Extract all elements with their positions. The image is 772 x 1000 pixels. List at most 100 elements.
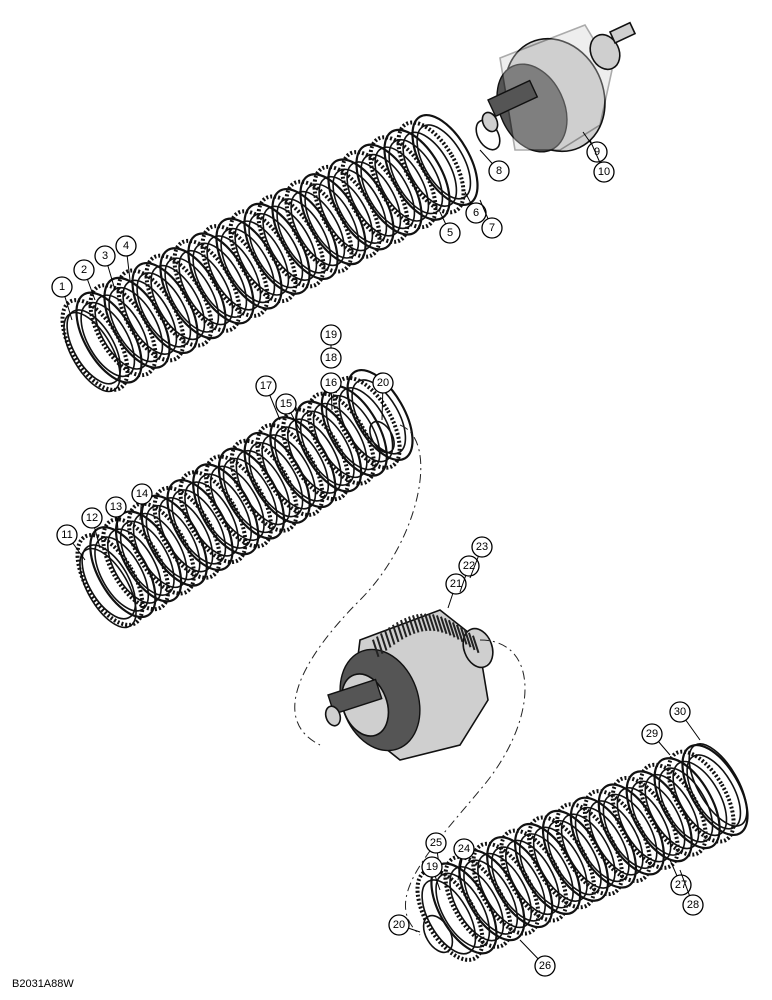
- callout-circle: [670, 874, 692, 896]
- callout-label: 2: [81, 264, 87, 276]
- callout-label: 26: [539, 960, 551, 972]
- clutch-plate-inner-edge: [346, 161, 402, 237]
- clutch-plate: [332, 375, 402, 470]
- clutch-plate-inner-edge: [312, 402, 368, 479]
- clutch-plate-inner-edge: [234, 220, 290, 296]
- callout-circle: [320, 372, 342, 394]
- gear-tooth: [392, 624, 400, 643]
- callout-circle: [471, 536, 493, 558]
- gear-tooth: [468, 632, 476, 651]
- clutch-plate-inner-edge: [574, 806, 630, 883]
- callout-circle: [255, 375, 277, 397]
- gear-tooth: [412, 614, 420, 633]
- clutch-plate-inner-edge: [276, 198, 332, 274]
- clutch-plate-inner-edge: [192, 242, 248, 318]
- callout-circle: [586, 141, 608, 163]
- callout-item-1: 1: [51, 276, 73, 298]
- gear-tooth: [460, 627, 468, 645]
- callout-label: 23: [476, 541, 488, 553]
- clutch-plate-inner-edge: [94, 294, 150, 370]
- callout-circle: [275, 393, 297, 415]
- clutch-plate-inner-edge: [248, 442, 304, 518]
- gear-tooth: [372, 639, 380, 658]
- clutch-plate-inner-edge: [197, 473, 252, 549]
- callout-label: 29: [646, 728, 658, 740]
- gear-tooth: [396, 621, 404, 640]
- callout-item-19: 19: [421, 856, 443, 878]
- callout-label: 19: [325, 329, 337, 341]
- callout-item-8: 8: [488, 160, 510, 182]
- gear-tooth: [452, 622, 460, 640]
- clutch-plate-inner-edge: [477, 852, 533, 929]
- center-drum-gear-teeth: [372, 613, 480, 658]
- callout-label: 8: [496, 165, 502, 177]
- figure-code: B2031A88W: [12, 978, 74, 990]
- callout-circle: [481, 217, 503, 239]
- snap-ring: [79, 547, 137, 629]
- gear-tooth: [404, 617, 412, 636]
- clutch-plate-inner-edge: [416, 124, 472, 200]
- clutch-plate-inner-edge: [602, 793, 658, 869]
- callout-label: 15: [280, 398, 292, 410]
- callout-circle: [388, 914, 410, 936]
- clutch-plate-inner-edge: [220, 227, 276, 304]
- gear-tooth: [384, 630, 392, 648]
- clutch-plate-inner-edge: [672, 760, 728, 837]
- clutch-plate-inner-edge: [119, 520, 175, 596]
- snap-ring: [688, 743, 748, 827]
- callout-circle: [488, 160, 510, 182]
- clutch-plate-inner-edge: [66, 309, 122, 385]
- clutch-plate: [75, 533, 145, 627]
- gear-tooth: [464, 629, 472, 648]
- callout-item-16: 16: [320, 372, 342, 394]
- clutch-plate-inner-edge: [248, 213, 304, 289]
- callout-label: 19: [426, 861, 438, 873]
- clutch-plate-inner-edge: [388, 139, 444, 215]
- callout-item-15: 15: [275, 393, 297, 415]
- gear-tooth: [456, 624, 464, 643]
- clutch-plate-inner-edge: [80, 301, 136, 378]
- callout-item-7: 7: [481, 217, 503, 239]
- gear-tooth: [448, 619, 456, 638]
- callout-label: 25: [430, 837, 442, 849]
- callout-circle: [593, 161, 615, 183]
- callout-label: 7: [489, 222, 495, 234]
- clutch-plate-inner-edge: [318, 176, 374, 252]
- callout-item-20: 20: [388, 914, 410, 936]
- seal-ring: [422, 914, 454, 954]
- clutch-plate-inner-edge: [164, 257, 220, 333]
- clutch-plate-inner-edge: [145, 504, 201, 581]
- callout-circle: [641, 723, 663, 745]
- callout-item-14: 14: [131, 483, 153, 505]
- clutch-plate: [681, 743, 749, 837]
- clutch-plate: [411, 113, 479, 207]
- clutch-plate-inner-edge: [304, 183, 360, 259]
- callout-item-5: 5: [439, 222, 461, 244]
- clutch-plate-inner-edge: [463, 859, 519, 935]
- callout-label: 18: [325, 352, 337, 364]
- clutch-plate-inner-edge: [351, 379, 407, 455]
- callout-item-12: 12: [81, 507, 103, 529]
- clutch-plate-inner-edge: [235, 449, 291, 526]
- clutch-plate-inner-edge: [81, 544, 137, 620]
- clutch-plate-inner-edge: [518, 833, 574, 909]
- clutch-plate-inner-edge: [616, 787, 672, 863]
- clutch-plate-inner-edge: [150, 264, 206, 341]
- callout-item-10: 10: [593, 161, 615, 183]
- clutch-plate-inner-edge: [132, 512, 188, 589]
- callout-label: 16: [325, 377, 337, 389]
- gear-tooth: [388, 627, 396, 645]
- callout-label: 9: [594, 146, 600, 158]
- clutch-plate-inner-edge: [374, 146, 430, 222]
- clutch-plate-inner-edge: [360, 153, 416, 230]
- gear-tooth: [376, 636, 384, 654]
- callout-label: 3: [102, 250, 108, 262]
- assembly-path-line: [404, 639, 526, 936]
- callout-circle: [534, 955, 556, 977]
- callout-circle: [669, 701, 691, 723]
- callout-item-29: 29: [641, 723, 663, 745]
- clutch-plate-inner-edge: [449, 866, 505, 942]
- clutch-plate-inner-edge: [136, 272, 192, 348]
- seal-ring: [369, 420, 395, 454]
